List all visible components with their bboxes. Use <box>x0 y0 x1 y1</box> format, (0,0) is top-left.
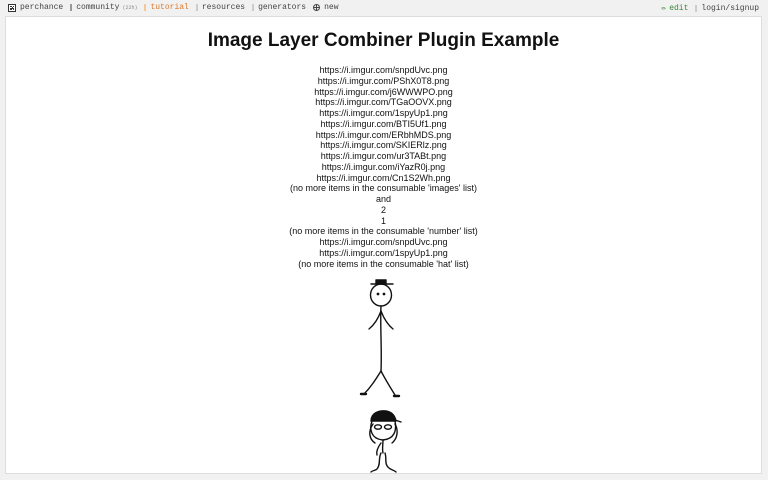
nav-perchance[interactable]: perchance <box>8 3 63 12</box>
output-line: https://i.imgur.com/PShX0T8.png <box>317 75 450 86</box>
community-badge: (22h) <box>122 4 138 11</box>
stick-figure-top-hat-image <box>359 279 400 398</box>
stick-figure-cap-image <box>368 410 402 473</box>
nav-login[interactable]: login/signup <box>695 4 759 13</box>
dice-icon <box>8 3 16 12</box>
output-line: 2 <box>380 204 386 215</box>
nav-new[interactable]: new <box>313 3 339 12</box>
pencil-icon: ✏ <box>661 4 667 13</box>
output-line: (no more items in the consumable 'hat' l… <box>298 258 469 269</box>
book-icon <box>144 4 147 11</box>
output-line: https://i.imgur.com/TGaOOVX.png <box>315 97 452 108</box>
generator-output-panel: Image Layer Combiner Plugin Example http… <box>5 16 762 474</box>
output-line: https://i.imgur.com/SKIERlz.png <box>320 140 447 151</box>
nav-login-label: login/signup <box>701 3 759 13</box>
output-line: https://i.imgur.com/Cn1S2Wh.png <box>316 172 451 183</box>
nav-right: ✏ edit login/signup <box>654 3 759 14</box>
link-icon <box>195 4 198 11</box>
nav-perchance-label: perchance <box>20 3 64 12</box>
nav-resources[interactable]: resources <box>195 3 246 12</box>
user-icon <box>695 4 698 12</box>
output-line: https://i.imgur.com/BTI5Uf1.png <box>320 118 447 129</box>
output-line: https://i.imgur.com/ERbhMDS.png <box>315 129 452 140</box>
nav-generators-label: generators <box>258 3 307 12</box>
nav-community[interactable]: community (22h) <box>70 3 137 12</box>
output-line: https://i.imgur.com/snpdUvc.png <box>319 237 448 247</box>
grid-icon <box>252 4 255 11</box>
page-title: Image Layer Combiner Plugin Example <box>207 30 560 51</box>
nav-new-label: new <box>324 3 339 12</box>
chat-icon <box>70 4 73 11</box>
nav-tutorial-label: tutorial <box>150 3 189 12</box>
output-line: and <box>375 194 392 204</box>
output-line: https://i.imgur.com/j6WWWPO.png <box>314 86 453 97</box>
nav-resources-label: resources <box>201 3 246 12</box>
output-line: https://i.imgur.com/1spyUp1.png <box>319 247 448 258</box>
output-line: https://i.imgur.com/ur3TABt.png <box>320 151 447 161</box>
output-line: 1 <box>380 215 386 226</box>
nav-tutorial[interactable]: tutorial <box>144 3 189 12</box>
nav-left: perchance community (22h) tutorial resou… <box>8 3 346 12</box>
output-line: https://i.imgur.com/snpdUvc.png <box>319 65 448 75</box>
output-line: https://i.imgur.com/1spyUp1.png <box>319 108 448 118</box>
plus-circle-icon <box>313 4 321 11</box>
output-line: (no more items in the consumable 'images… <box>289 183 477 194</box>
nav-edit-label: edit <box>669 3 689 13</box>
nav-community-label: community <box>76 3 120 12</box>
nav-generators[interactable]: generators <box>252 3 306 12</box>
output-line: (no more items in the consumable 'number… <box>289 226 478 237</box>
output-line: https://i.imgur.com/iYazR0j.png <box>321 161 446 172</box>
output-text: https://i.imgur.com/snpdUvc.png https://… <box>6 65 761 269</box>
top-nav-bar: perchance community (22h) tutorial resou… <box>0 0 768 16</box>
nav-edit[interactable]: ✏ edit <box>661 3 689 14</box>
